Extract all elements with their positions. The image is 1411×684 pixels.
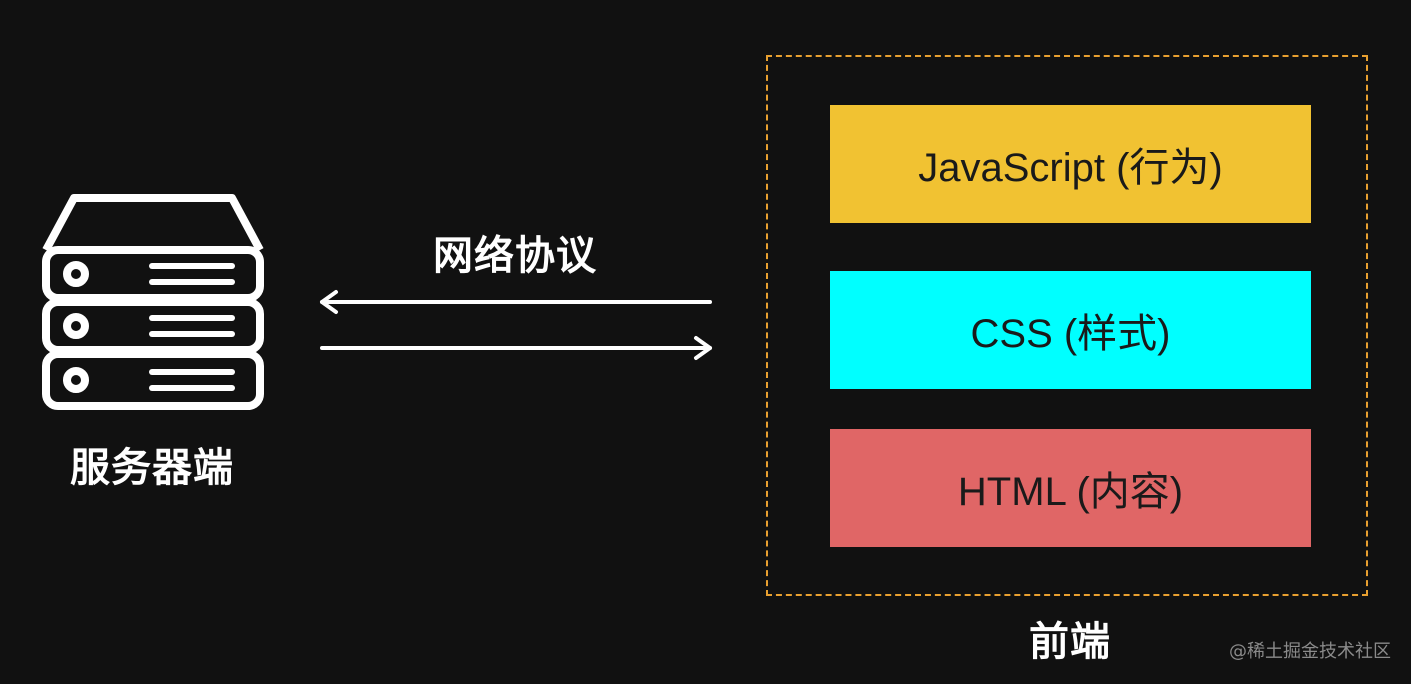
arrow-right-icon [320, 336, 712, 360]
server-label: 服务器端 [70, 445, 234, 491]
layer-javascript: JavaScript (行为) [830, 105, 1311, 223]
layer-css: CSS (样式) [830, 271, 1311, 389]
server-rack-icon [42, 194, 264, 410]
frontend-label: 前端 [1029, 619, 1111, 665]
frontend-container [766, 55, 1368, 596]
bidirectional-arrows [320, 290, 712, 360]
protocol-label: 网络协议 [433, 233, 597, 279]
arrow-left-icon [320, 290, 712, 314]
layer-javascript-label: JavaScript (行为) [918, 146, 1223, 190]
watermark: @稀土掘金技术社区 [1229, 641, 1391, 662]
layer-html-label: HTML (内容) [957, 470, 1184, 514]
layer-css-label: CSS (样式) [970, 312, 1171, 356]
layer-html: HTML (内容) [830, 429, 1311, 547]
